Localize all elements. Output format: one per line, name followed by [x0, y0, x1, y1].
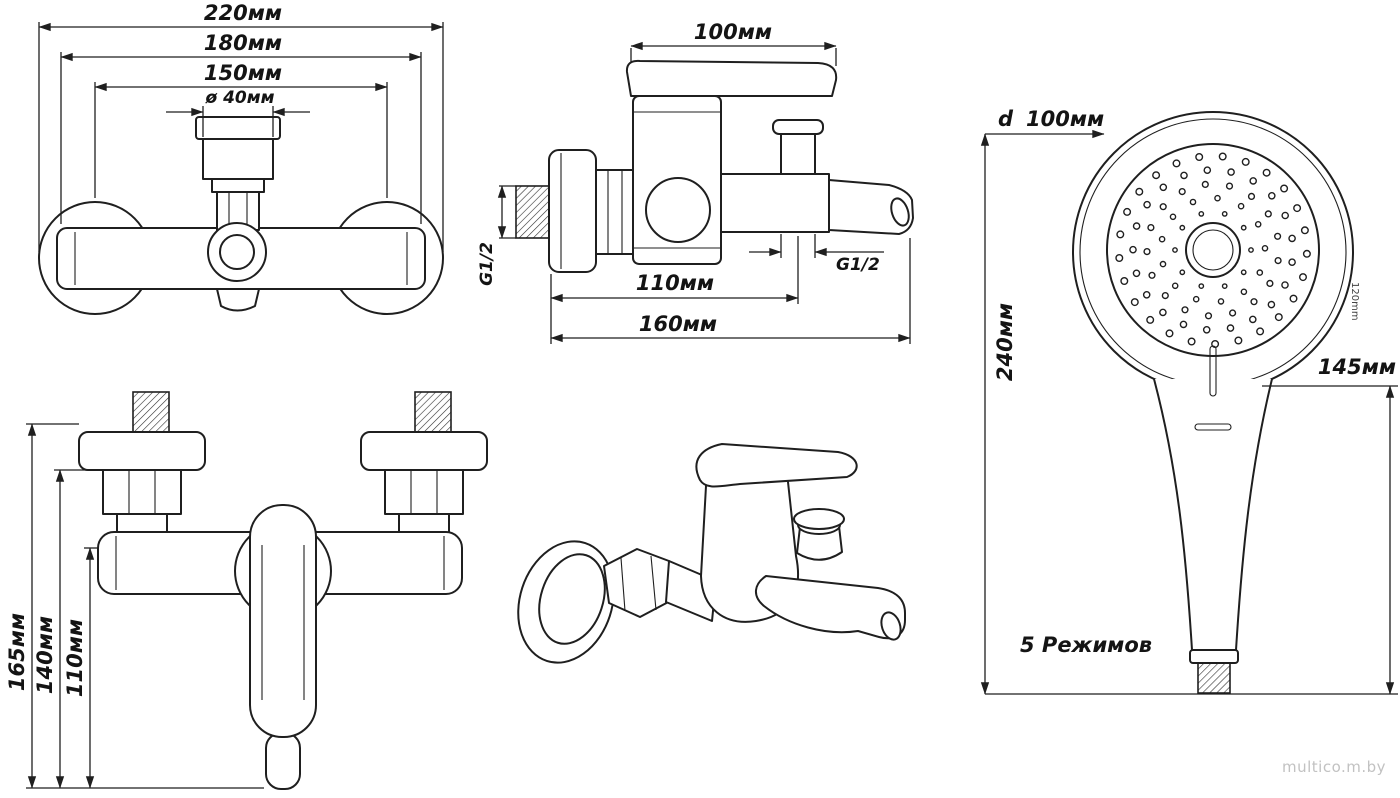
dim-label-150: 150мм: [204, 61, 282, 85]
right-hex-nut: [384, 469, 464, 515]
hex-nut-side: [595, 169, 635, 255]
diverter-perspective: [796, 525, 843, 561]
dim-label-240: 240мм: [993, 303, 1017, 381]
dim-label-110-side: 110мм: [636, 271, 714, 295]
spout-arm: [720, 173, 830, 233]
dim-label-220: 220мм: [204, 1, 282, 25]
diverter-cap: [195, 116, 281, 140]
diverter-stem: [780, 132, 816, 175]
face-slot: [1209, 345, 1217, 397]
watermark-text: multico.m.by: [1282, 758, 1387, 776]
diverter-cap-side: [772, 119, 824, 135]
spout-outlet: [216, 288, 260, 312]
spout-perspective: [755, 575, 906, 640]
dim-label-100-shower: 100мм: [1026, 107, 1104, 131]
dims-side-top: 100мм G1/2 G1/2 110мм 160мм: [477, 20, 911, 344]
handle-collar: [1189, 649, 1239, 664]
thread-label-right: G1/2: [836, 255, 880, 275]
left-hex-nut: [102, 469, 182, 515]
view-hand-shower: d 100мм 240мм 145мм 120mm 5 Режимов: [980, 107, 1398, 695]
spout-side: [828, 179, 914, 235]
dim-label-140: 140мм: [33, 616, 57, 694]
lever-handle-side: [625, 59, 838, 97]
wall-flange-side: [548, 149, 597, 273]
hose-thread: [1197, 662, 1231, 694]
handle-tip: [265, 732, 301, 790]
center-cap: [1185, 222, 1241, 278]
lever-handle-front: [249, 504, 317, 738]
dim-label-100-side: 100мм: [694, 20, 772, 44]
right-escutcheon: [360, 431, 488, 471]
shower-face: [1106, 143, 1320, 357]
dims-hand-shower: d 100мм 240мм 145мм 120mm 5 Режимов: [980, 107, 1398, 695]
body-port: [645, 177, 711, 243]
dim-label-145: 145мм: [1318, 355, 1396, 379]
left-escutcheon: [78, 431, 206, 471]
thread-label-left: G1/2: [477, 242, 497, 286]
view-perspective: [517, 443, 906, 664]
view-front-bottom: 165мм 140мм 110мм: [5, 391, 488, 790]
view-side-top: 100мм G1/2 G1/2 110мм 160мм: [477, 20, 914, 344]
dim-label-160: 160мм: [639, 312, 717, 336]
wall-thread: [515, 185, 550, 239]
dim-label-165: 165мм: [5, 613, 29, 691]
handle-groove: [1194, 423, 1232, 431]
dims-front-bottom: 165мм 140мм 110мм: [5, 423, 264, 789]
view-front-top: 220мм 180мм 150мм ø 40мм: [38, 1, 444, 315]
spout-opening: [890, 197, 910, 227]
dims-front-top: 220мм 180мм 150мм ø 40мм: [38, 1, 444, 252]
lever-perspective: [695, 443, 858, 488]
spout-opening-perspective: [880, 611, 902, 641]
dim-label-180: 180мм: [204, 31, 282, 55]
modes-label: 5 Режимов: [1020, 633, 1152, 657]
nozzle-dots: [1115, 152, 1311, 349]
right-stud-thread: [414, 391, 452, 433]
dim-label-110-lower: 110мм: [63, 619, 87, 697]
dim-label-40: ø 40мм: [204, 88, 274, 108]
shower-head-rim: [1072, 111, 1354, 393]
hex-nut-perspective: [603, 548, 675, 618]
note-120mm: 120mm: [1349, 282, 1360, 321]
left-stud-thread: [132, 391, 170, 433]
dim-label-d: d: [998, 107, 1014, 131]
